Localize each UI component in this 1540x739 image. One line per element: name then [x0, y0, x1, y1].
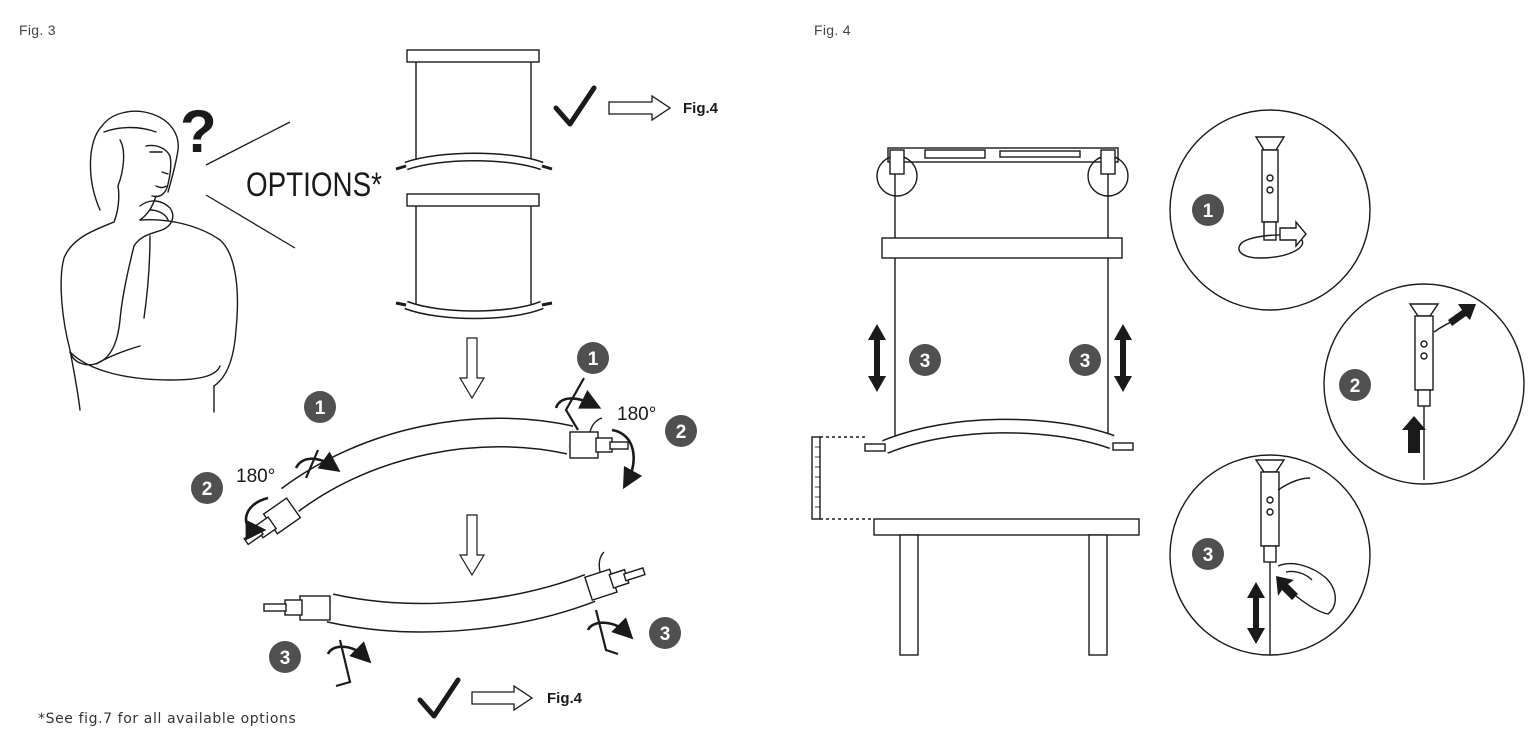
step-badge: 2	[665, 415, 697, 447]
step-badge: 3	[1192, 538, 1224, 570]
options-label: OPTIONS*	[246, 166, 382, 204]
svg-text:1: 1	[588, 349, 599, 370]
step-badge: 1	[1192, 194, 1224, 226]
figure-3-label: Fig. 3	[19, 22, 56, 38]
svg-text:3: 3	[1203, 545, 1214, 566]
step-badge: 3	[269, 641, 301, 673]
svg-text:1: 1	[315, 398, 326, 419]
up-down-arrow-icon	[1114, 324, 1132, 392]
down-arrow-icon	[458, 337, 486, 400]
step-badge: 1	[577, 342, 609, 374]
checkmark-icon	[417, 677, 461, 719]
rotate-arrow-icon	[244, 377, 643, 541]
fig4-reference-top[interactable]: Fig.4	[683, 100, 719, 117]
figure-4-label: Fig. 4	[814, 22, 851, 38]
thought-rays	[205, 121, 296, 249]
curved-tube-lock	[263, 551, 646, 633]
up-down-arrow-icon	[1247, 582, 1265, 644]
svg-text:2: 2	[676, 422, 687, 443]
svg-text:1: 1	[1203, 201, 1214, 222]
svg-text:3: 3	[660, 624, 671, 645]
angle-label-right: 180°	[617, 404, 656, 425]
footnote: *See fig.7 for all available options	[38, 711, 297, 727]
curved-tube-adjust	[243, 417, 629, 546]
right-arrow-icon	[608, 94, 672, 122]
up-down-arrow-icon	[868, 324, 886, 392]
diagonal-arrow-icon	[1276, 576, 1298, 600]
fig4-reference-bottom[interactable]: Fig.4	[547, 690, 583, 707]
step-badge: 2	[1339, 369, 1371, 401]
right-arrow-icon	[471, 684, 534, 712]
question-mark: ?	[180, 98, 217, 165]
rotate-arrow-icon	[326, 609, 634, 688]
step-badge: 3	[1069, 344, 1101, 376]
ruler-ticks	[815, 446, 820, 508]
diagonal-arrow-icon	[1448, 304, 1476, 326]
down-arrow-icon	[458, 514, 486, 577]
svg-text:3: 3	[280, 648, 291, 669]
step-badge: 3	[909, 344, 941, 376]
step-badge: 3	[649, 617, 681, 649]
svg-text:3: 3	[920, 351, 931, 372]
angle-label-left: 180°	[236, 466, 275, 487]
svg-text:2: 2	[1350, 376, 1361, 397]
svg-text:3: 3	[1080, 351, 1091, 372]
thinking-person-illustration	[60, 110, 239, 413]
detail-circle-3	[1169, 454, 1371, 656]
detail-circle-1	[1169, 109, 1371, 311]
step-badge: 1	[304, 391, 336, 423]
step-badge: 2	[191, 472, 223, 504]
svg-text:2: 2	[202, 479, 213, 500]
option-lamp-sagging	[395, 193, 553, 320]
up-arrow-icon	[1402, 416, 1426, 453]
option-lamp-arched-up	[395, 49, 553, 171]
lamp-height-adjustment	[811, 147, 1140, 656]
checkmark-icon	[553, 85, 597, 127]
